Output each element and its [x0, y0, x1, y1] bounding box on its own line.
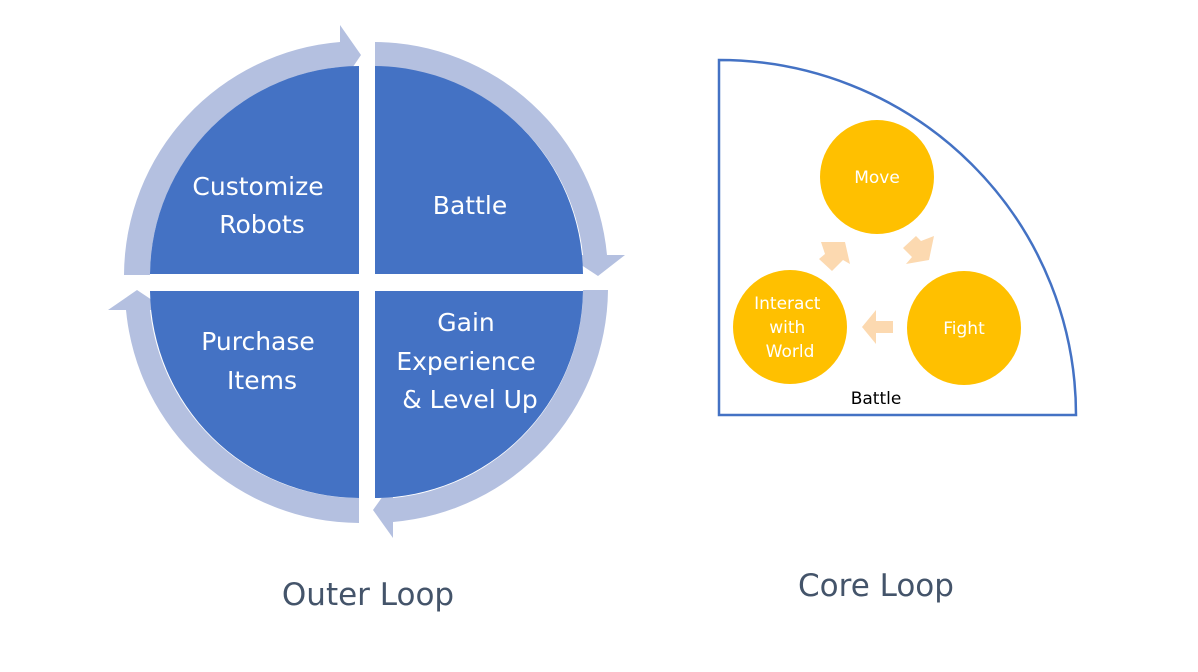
quadrant-purchase-items [150, 291, 359, 498]
label-customize-robots: Customize Robots [192, 172, 331, 239]
arrow-move-to-fight [903, 236, 934, 264]
label-customize-line-2: Robots [219, 210, 305, 239]
node-interact-line-3: World [766, 342, 815, 362]
node-fight: Fight [907, 271, 1021, 385]
outer-loop-quadrants [150, 66, 583, 498]
arrow-bottom-right [373, 290, 608, 538]
label-customize-line-1: Customize [192, 172, 323, 201]
node-fight-circle [907, 271, 1021, 385]
quadrant-battle [375, 66, 583, 274]
label-purchase-line-2: Items [227, 366, 297, 395]
outer-loop: Customize Robots Battle Purchase Items G… [108, 25, 625, 613]
label-gain-line-3: & Level Up [402, 385, 538, 414]
node-fight-line-1: Fight [943, 319, 985, 339]
battle-region-label: Battle [851, 389, 902, 409]
core-loop-caption: Core Loop [798, 568, 954, 604]
arrow-fight-to-interact [862, 310, 893, 344]
label-battle: Battle [433, 191, 507, 220]
outer-loop-caption: Outer Loop [282, 577, 454, 613]
node-move-line-1: Move [854, 168, 900, 188]
node-interact-line-1: Interact [754, 294, 821, 314]
node-move-circle [820, 120, 934, 234]
label-purchase-items: Purchase Items [201, 327, 322, 395]
node-fight-label: Fight [943, 319, 985, 339]
arrow-bottom-left [108, 290, 359, 523]
arrow-top-right [375, 42, 625, 276]
label-battle-line-1: Battle [433, 191, 507, 220]
core-loop-arrows [819, 236, 934, 344]
outer-loop-arrow-ring [108, 25, 625, 538]
arrow-top-left [124, 25, 361, 275]
core-loop: Move Fight Interact with World Battle Co… [717, 58, 1078, 604]
node-move: Move [820, 120, 934, 234]
label-gain-line-1: Gain [437, 308, 494, 337]
arrow-interact-to-move [819, 242, 850, 271]
node-move-label: Move [854, 168, 900, 188]
node-interact-circle [733, 270, 847, 384]
quadrant-customize-robots [150, 66, 359, 274]
label-purchase-line-1: Purchase [201, 327, 315, 356]
node-interact-line-2: with [769, 318, 805, 338]
label-gain-experience: Gain Experience & Level Up [396, 308, 543, 414]
node-interact-with-world: Interact with World [733, 270, 847, 384]
node-interact-label: Interact with World [754, 294, 826, 362]
label-gain-line-2: Experience [396, 347, 535, 376]
quadrant-gain-experience [375, 291, 583, 498]
